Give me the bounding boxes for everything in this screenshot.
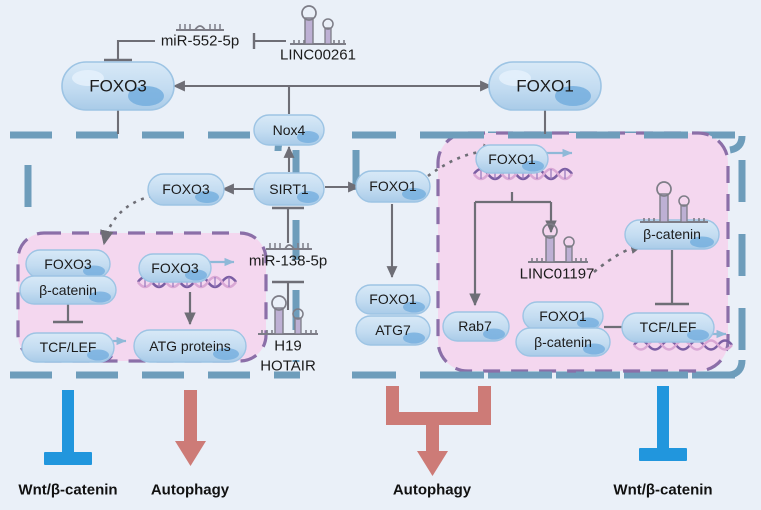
node-nox4-label: Nox4 bbox=[273, 122, 306, 138]
mir-138-5p-icon bbox=[266, 243, 312, 250]
node-foxo1-on-dna-right-label: FOXO1 bbox=[488, 151, 536, 167]
node-foxo3-cytoplasm-label: FOXO3 bbox=[162, 181, 210, 197]
node-bcatenin-right[interactable]: β-catenin bbox=[624, 219, 720, 250]
bcatenin-hairpin-icon bbox=[640, 181, 708, 223]
mir-552-5p-label: miR-552-5p bbox=[161, 33, 239, 50]
node-sirt1-label: SIRT1 bbox=[269, 181, 309, 197]
outcome-label-autophagy-right: Autophagy bbox=[393, 482, 472, 499]
node-tcf-lef-left-label: TCF/LEF bbox=[40, 339, 97, 355]
node-foxo1-on-dna-right[interactable]: FOXO1 bbox=[475, 144, 549, 174]
outcome-arrow-wnt-right bbox=[639, 386, 687, 461]
node-tcf-lef-left[interactable]: TCF/LEF bbox=[21, 332, 115, 363]
mir-138-5p-label: miR-138-5p bbox=[249, 253, 327, 270]
linc00261-icon bbox=[290, 5, 346, 45]
h19-label: H19 bbox=[274, 338, 302, 355]
outcome-arrow-wnt-left bbox=[44, 390, 92, 465]
edge-foxo3-bcatenin-inhibits-tcf-lef bbox=[53, 304, 83, 324]
node-foxo3-on-dna-left-label: FOXO3 bbox=[151, 260, 199, 276]
node-foxo1-cytoplasm-label: FOXO1 bbox=[369, 178, 417, 194]
linc01197-icon bbox=[528, 223, 588, 263]
node-foxo3-top-label: FOXO3 bbox=[89, 77, 147, 96]
edge-mir138-inhibits-sirt1 bbox=[272, 206, 304, 243]
hotair-label: HOTAIR bbox=[260, 358, 316, 375]
node-foxo1-top[interactable]: FOXO1 bbox=[488, 61, 602, 111]
node-foxo1-bcatenin-complex[interactable]: FOXO1 β-catenin bbox=[515, 301, 611, 357]
edge-mir552-inhibits-foxo3 bbox=[104, 39, 155, 62]
mir-552-5p-icon bbox=[176, 24, 224, 31]
edge-h19-hotair-inhibits-mir138 bbox=[272, 280, 304, 310]
node-rab7-label: Rab7 bbox=[458, 318, 492, 334]
edge-foxo3-foxo1-bidirectional bbox=[172, 80, 493, 114]
node-foxo3-bcat-bottom-label: β-catenin bbox=[39, 282, 97, 298]
node-foxo1-atg7-bottom-label: ATG7 bbox=[375, 322, 411, 338]
outcome-arrow-autophagy-left bbox=[175, 390, 206, 466]
node-foxo3-top[interactable]: FOXO3 bbox=[61, 61, 175, 111]
edge-linc00261-inhibits-mir552 bbox=[252, 33, 286, 49]
edge-foxo3-translocates-to-nucleus bbox=[100, 194, 153, 246]
node-foxo1-atg7-top-label: FOXO1 bbox=[369, 291, 417, 307]
node-foxo3-bcat-top-label: FOXO3 bbox=[44, 256, 92, 272]
linc01197-label: LINC01197 bbox=[520, 266, 595, 283]
node-atg-proteins-label: ATG proteins bbox=[149, 338, 230, 354]
outcome-label-wnt-left: Wnt/β-catenin bbox=[18, 482, 117, 499]
outcome-arrow-autophagy-right bbox=[386, 386, 491, 476]
node-foxo3-cytoplasm[interactable]: FOXO3 bbox=[147, 173, 225, 206]
node-foxo1-bcat-bottom-label: β-catenin bbox=[534, 334, 592, 350]
node-nox4[interactable]: Nox4 bbox=[253, 114, 325, 146]
node-atg-proteins[interactable]: ATG proteins bbox=[133, 329, 247, 363]
linc00261-label: LINC00261 bbox=[280, 47, 356, 64]
node-foxo1-bcat-top-label: FOXO1 bbox=[539, 308, 587, 324]
node-tcf-lef-right[interactable]: TCF/LEF bbox=[621, 312, 715, 343]
node-sirt1[interactable]: SIRT1 bbox=[253, 172, 325, 206]
membrane-overlay bbox=[440, 131, 735, 379]
h19-hotair-icon bbox=[258, 295, 318, 335]
edge-bcatenin-inhibits-tcf-lef bbox=[655, 250, 689, 306]
outcome-label-autophagy-left: Autophagy bbox=[151, 482, 230, 499]
edge-foxo1-dna-branch bbox=[469, 192, 557, 307]
node-bcatenin-right-label: β-catenin bbox=[643, 226, 701, 242]
node-foxo3-on-dna-left[interactable]: FOXO3 bbox=[138, 253, 212, 283]
node-foxo1-top-label: FOXO1 bbox=[516, 77, 574, 96]
node-foxo1-cytoplasm[interactable]: FOXO1 bbox=[355, 170, 431, 203]
node-foxo3-bcatenin-complex[interactable]: FOXO3 β-catenin bbox=[19, 249, 117, 305]
node-foxo1-atg7-complex[interactable]: FOXO1 ATG7 bbox=[355, 284, 431, 346]
outcome-label-wnt-right: Wnt/β-catenin bbox=[613, 482, 712, 499]
node-rab7[interactable]: Rab7 bbox=[442, 311, 510, 342]
node-tcf-lef-right-label: TCF/LEF bbox=[640, 319, 697, 335]
